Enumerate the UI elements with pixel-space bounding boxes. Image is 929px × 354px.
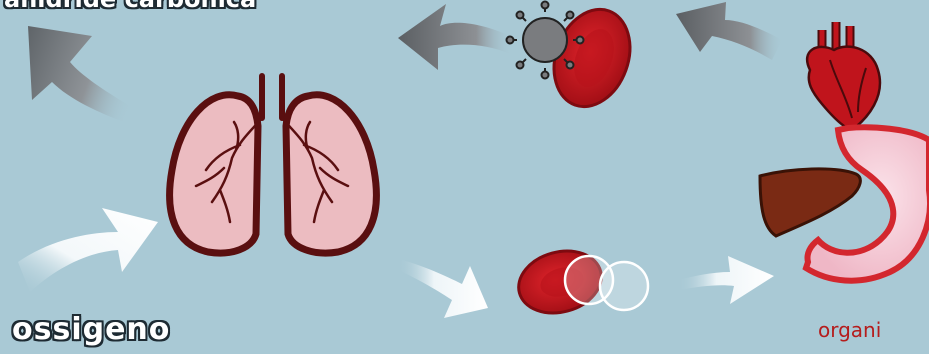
organs-label: organi	[818, 318, 881, 342]
liver-icon	[760, 169, 860, 236]
oxygen-to-organs-arrow	[678, 256, 774, 304]
carbon-dioxide-label: anidride carbonica	[4, 0, 256, 13]
co2-exhale-arrow	[28, 26, 150, 128]
oxygen-inhale-arrow	[18, 208, 158, 292]
co2-transport-arrow	[398, 4, 510, 70]
co2-from-organs-arrow	[676, 2, 782, 60]
oxygen-to-blood-arrow	[398, 260, 488, 318]
heart-icon	[807, 22, 880, 130]
lungs-icon	[170, 76, 377, 253]
oxygen-bubbles-icon	[565, 256, 648, 310]
oxygen-label: ossigeno	[12, 312, 170, 347]
